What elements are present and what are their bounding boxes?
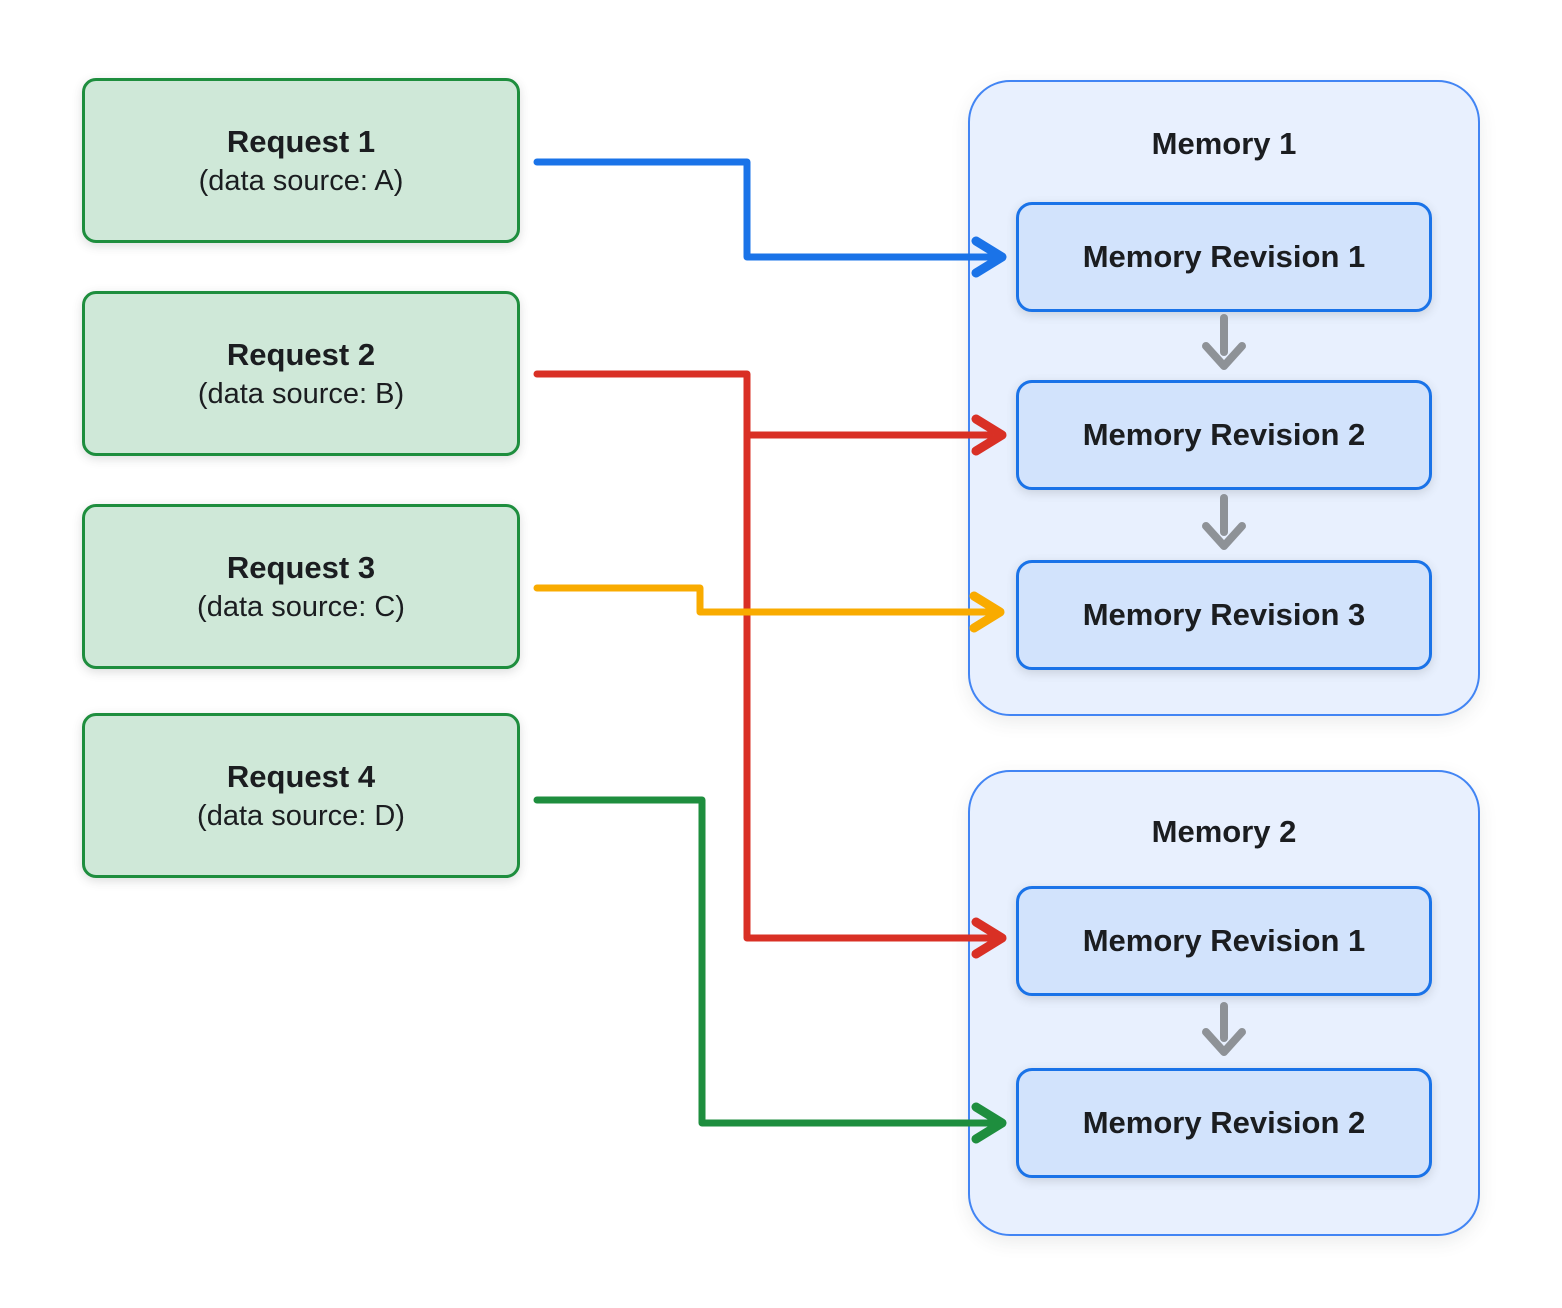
connector-request2-trunk: [533, 370, 994, 942]
request-2-box: Request 2 (data source: B): [82, 291, 520, 456]
memory-2-title: Memory 2: [1151, 814, 1297, 849]
request-2-subtitle: (data source: B): [197, 377, 405, 410]
connector-request3-to-memory1-revision3: [533, 584, 992, 616]
memory-2-revision-1-box: Memory Revision 1: [1016, 886, 1432, 996]
memory-1-revision-3-box: Memory Revision 3: [1016, 560, 1432, 670]
request-3-title: Request 3: [226, 549, 376, 585]
memory-1-group: Memory 1 Memory Revision 1 Memory Revisi…: [968, 80, 1480, 716]
request-1-subtitle: (data source: A): [198, 164, 404, 197]
memory-1-title: Memory 1: [1151, 126, 1297, 161]
request-4-box: Request 4 (data source: D): [82, 713, 520, 878]
request-4-subtitle: (data source: D): [197, 799, 405, 832]
memory-1-revision-2-box: Memory Revision 2: [1016, 380, 1432, 490]
memory-2-revision-2-box: Memory Revision 2: [1016, 1068, 1432, 1178]
connector-request4-to-memory2-revision2: [533, 796, 994, 1127]
request-1-box: Request 1 (data source: A): [82, 78, 520, 243]
memory-1-revision-1-box: Memory Revision 1: [1016, 202, 1432, 312]
request-3-subtitle: (data source: C): [197, 590, 405, 623]
memory-2-group: Memory 2 Memory Revision 1 Memory Revisi…: [968, 770, 1480, 1236]
request-2-title: Request 2: [226, 336, 376, 372]
request-1-title: Request 1: [226, 123, 376, 159]
request-4-title: Request 4: [226, 758, 376, 794]
request-3-box: Request 3 (data source: C): [82, 504, 520, 669]
connector-request1-to-memory1-revision1: [533, 158, 996, 261]
